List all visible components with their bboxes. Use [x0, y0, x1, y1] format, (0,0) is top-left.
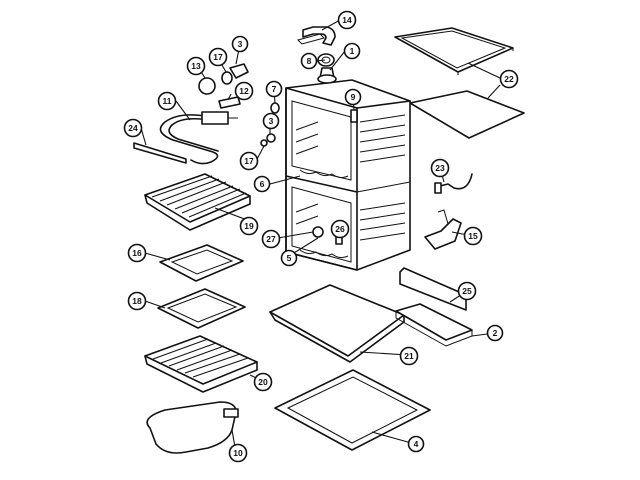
part-8-bushing — [317, 53, 335, 67]
callout-25: 25 — [457, 281, 477, 301]
top-panel-upper — [394, 27, 514, 75]
oven-cabinet-frame — [285, 79, 411, 271]
callout-11: 11 — [157, 91, 177, 111]
callout-13: 13 — [186, 56, 206, 76]
callout-15: 15 — [463, 226, 483, 246]
vent-panel — [395, 303, 473, 347]
callout-11-label: 11 — [163, 96, 172, 106]
callout-14: 14 — [337, 10, 357, 30]
callout-17-upper: 17 — [208, 47, 228, 67]
callout-23-label: 23 — [435, 163, 445, 173]
callout-27: 27 — [261, 229, 281, 249]
callout-22-label: 22 — [504, 74, 514, 84]
part-1-socket — [317, 67, 337, 84]
callout-3-upper-label: 3 — [238, 39, 243, 49]
part-3-socket-upper — [229, 63, 249, 79]
callout-1: 1 — [343, 42, 361, 60]
part-27-light — [312, 226, 324, 238]
callout-2: 2 — [486, 324, 504, 342]
callout-7-label: 7 — [272, 84, 277, 94]
callout-19-label: 19 — [244, 221, 254, 231]
callout-8-label: 8 — [307, 56, 312, 66]
bake-element — [146, 401, 239, 454]
callout-23: 23 — [430, 158, 450, 178]
callout-21-label: 21 — [404, 351, 414, 361]
callout-24-label: 24 — [128, 123, 138, 133]
oven-rack-lower — [144, 335, 258, 393]
callout-19: 19 — [239, 216, 259, 236]
callout-5-label: 5 — [287, 253, 292, 263]
callout-6-label: 6 — [260, 179, 265, 189]
callout-1-label: 1 — [350, 46, 355, 56]
callout-27-label: 27 — [266, 234, 276, 244]
callout-16: 16 — [127, 243, 147, 263]
callout-12: 12 — [234, 81, 254, 101]
callout-20: 20 — [253, 372, 273, 392]
part-14-duct — [297, 26, 336, 46]
part-12-plate — [218, 96, 241, 109]
callout-18-label: 18 — [132, 296, 142, 306]
callout-26-label: 26 — [335, 224, 345, 234]
broil-element — [159, 111, 238, 165]
callout-15-label: 15 — [468, 231, 478, 241]
callout-13-label: 13 — [191, 61, 201, 71]
callout-20-label: 20 — [258, 377, 268, 387]
sensor-probe — [434, 173, 473, 194]
callout-9-label: 9 — [351, 92, 356, 102]
callout-14-label: 14 — [342, 15, 352, 25]
bottom-frame — [274, 369, 431, 451]
callout-3-upper: 3 — [231, 35, 249, 53]
broiler-pan-insert — [159, 244, 244, 282]
callout-17-lower-label: 17 — [244, 156, 254, 166]
callout-6: 6 — [253, 175, 271, 193]
callout-22: 22 — [499, 69, 519, 89]
callout-17-upper-label: 17 — [213, 52, 223, 62]
callout-9: 9 — [344, 88, 362, 106]
callout-10-label: 10 — [233, 448, 243, 458]
part-17-bulb-upper — [221, 71, 233, 85]
broiler-pan — [157, 288, 246, 329]
trim-panel — [399, 267, 467, 311]
door-hinge — [424, 209, 462, 250]
rack-guide-bracket — [133, 142, 187, 164]
callout-10: 10 — [228, 443, 248, 463]
callout-21: 21 — [399, 346, 419, 366]
callout-4: 4 — [407, 435, 425, 453]
callout-5: 5 — [280, 249, 298, 267]
oven-rack-upper — [144, 173, 251, 231]
part-3-bulb-lower — [260, 133, 276, 147]
callout-17-lower: 17 — [239, 151, 259, 171]
callout-18: 18 — [127, 291, 147, 311]
callout-7: 7 — [265, 80, 283, 98]
callout-25-label: 25 — [462, 286, 472, 296]
oven-bottom — [269, 284, 405, 363]
callout-26: 26 — [330, 219, 350, 239]
part-7-knob — [270, 102, 280, 114]
callout-12-label: 12 — [239, 86, 249, 96]
callout-2-label: 2 — [493, 328, 498, 338]
part-13-lens — [198, 77, 216, 95]
top-panel-lower — [409, 90, 525, 139]
callout-3-lower: 3 — [262, 112, 280, 130]
callout-24: 24 — [123, 118, 143, 138]
part-9-bracket — [350, 109, 358, 123]
callout-16-label: 16 — [132, 248, 142, 258]
callout-3-lower-label: 3 — [269, 116, 274, 126]
callout-8: 8 — [300, 52, 318, 70]
callout-4-label: 4 — [414, 439, 419, 449]
